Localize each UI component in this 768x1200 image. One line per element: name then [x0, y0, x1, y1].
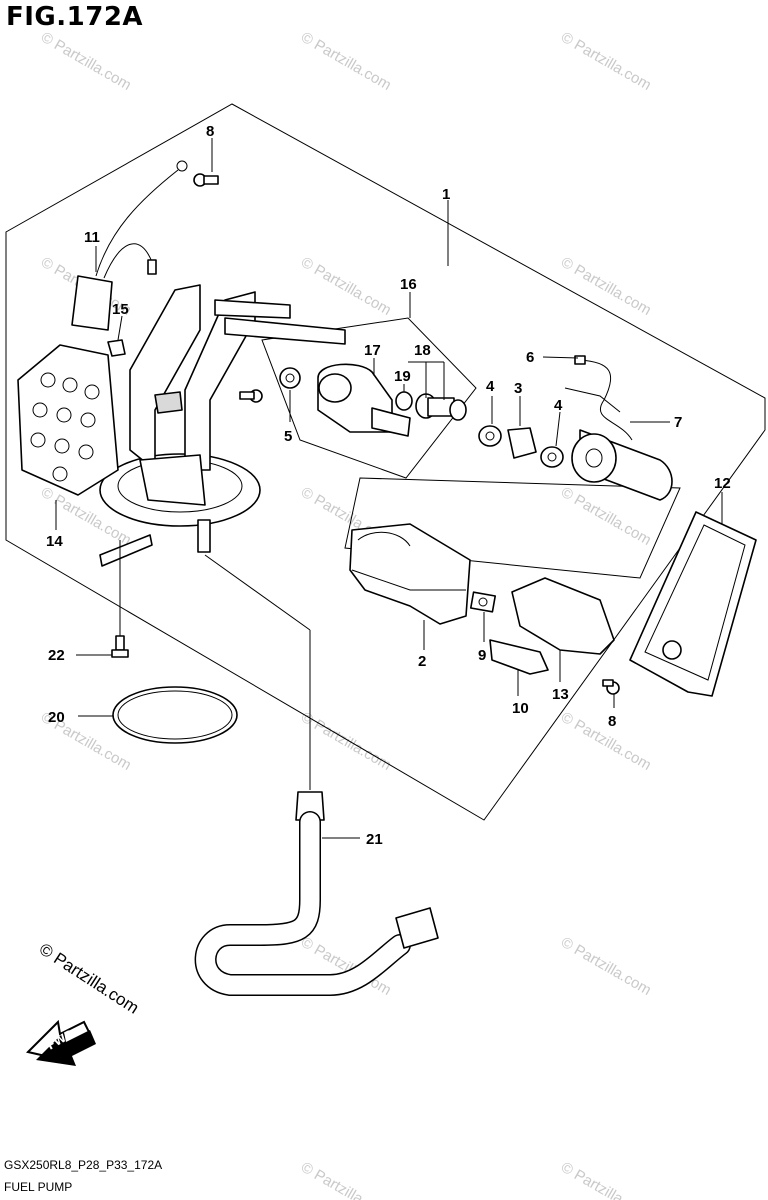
cover-part-13: [511, 577, 615, 655]
watermark: © Partzilla.com: [298, 709, 394, 774]
sensor-part-12: [629, 511, 757, 697]
callout-13: 13: [552, 686, 569, 703]
callout-3: 3: [514, 380, 522, 397]
callout-20: 20: [48, 709, 65, 726]
o-ring-part-19: [395, 391, 413, 411]
connector-part-11: [71, 160, 188, 331]
watermark: © Partzilla.com: [558, 1159, 654, 1200]
callout-14: 14: [46, 533, 63, 550]
copyright-text: © Partzilla.com: [36, 939, 142, 1017]
callout-4-b: 4: [554, 397, 563, 414]
callout-8-bottom: 8: [608, 713, 616, 730]
watermark: © Partzilla.com: [38, 29, 134, 94]
bolt-part-22: [111, 635, 129, 658]
pump-group-box: [261, 317, 477, 479]
callout-16: 16: [400, 276, 417, 293]
callout-12: 12: [714, 475, 731, 492]
figure-title: FIG.172A: [6, 2, 144, 32]
clip-part-15: [107, 339, 126, 357]
leader-lines: [55, 138, 723, 839]
callout-5: 5: [284, 428, 292, 445]
assembly-boundary: [5, 103, 766, 821]
callout-9: 9: [478, 647, 486, 664]
callout-10: 10: [512, 700, 529, 717]
watermark: © Partzilla.com: [558, 29, 654, 94]
watermark: © Partzilla.com: [558, 254, 654, 319]
watermark: © Partzilla.com: [558, 709, 654, 774]
pump-part-18: [415, 393, 467, 421]
callout-8-top: 8: [206, 123, 214, 140]
callout-2: 2: [418, 653, 426, 670]
watermark: © Partzilla.com: [298, 1159, 394, 1200]
washer-part-4-b: [540, 446, 564, 468]
figure-code: GSX250RL8_P28_P33_172A: [4, 1158, 163, 1172]
fwd-arrow-icon: FWD: [26, 1019, 96, 1066]
fuel-hose-part-21: [194, 791, 439, 996]
callout-22: 22: [48, 647, 65, 664]
housing-part-2: [349, 523, 471, 625]
gasket-part-9: [469, 591, 497, 613]
callouts: 1 2 3 4 4 5 6 7 8 8 9 10 11 12 13 14 15 …: [46, 123, 731, 848]
callout-6: 6: [526, 349, 534, 366]
pump-motor-part-17: [317, 363, 411, 437]
callout-7: 7: [674, 414, 682, 431]
filter-group-box: [344, 477, 681, 579]
watermark: © Partzilla.com: [558, 934, 654, 999]
filter-part-7: [571, 429, 673, 501]
callout-17: 17: [364, 342, 381, 359]
wire-part-6: [564, 355, 633, 441]
washer-part-5: [279, 367, 301, 389]
callout-1: 1: [442, 186, 450, 203]
watermark: © Partzilla.com: [298, 254, 394, 319]
callout-18: 18: [414, 342, 431, 359]
regulator-part-3: [507, 427, 537, 459]
figure-name: FUEL PUMP: [4, 1180, 73, 1194]
callout-11: 11: [84, 229, 100, 246]
callout-19: 19: [394, 368, 411, 385]
washer-part-4-a: [478, 425, 502, 447]
bolt-part-8-bottom: [602, 679, 620, 695]
bolt-part-8-top: [193, 173, 219, 187]
fuel-gauge-part-14: [17, 344, 119, 496]
watermark: © Partzilla.com: [558, 484, 654, 549]
pump-bracket: [99, 284, 346, 567]
callout-15: 15: [112, 301, 129, 318]
callout-4-a: 4: [486, 378, 495, 395]
screw: [239, 389, 263, 403]
part-10: [489, 639, 549, 675]
o-ring-part-20: [112, 686, 238, 744]
watermark: © Partzilla.com: [298, 29, 394, 94]
callout-21: 21: [366, 831, 383, 848]
